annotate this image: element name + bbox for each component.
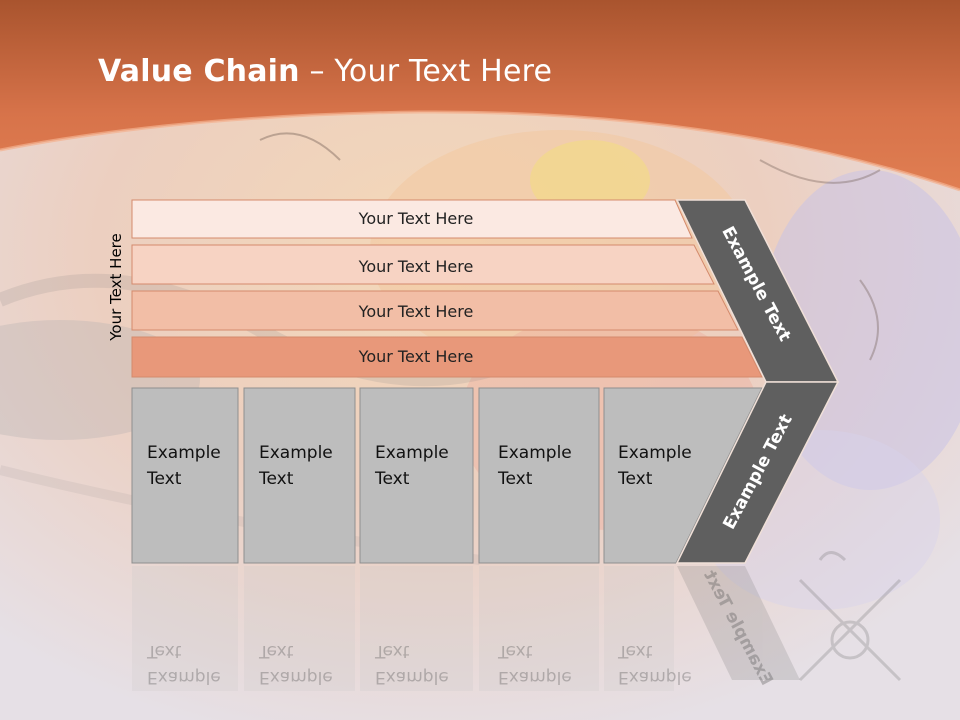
reflection xyxy=(132,566,800,691)
row-1-label: Your Text Here xyxy=(358,209,474,228)
box-3 xyxy=(359,387,474,564)
row-1-bar xyxy=(131,199,693,239)
box-4 xyxy=(478,387,600,564)
row-2-label: Your Text Here xyxy=(358,257,474,276)
row-4-label: Your Text Here xyxy=(358,347,474,366)
box-5 xyxy=(603,387,763,564)
row-3-bar xyxy=(131,290,739,331)
box-2 xyxy=(243,387,356,564)
row-2-bar xyxy=(131,244,715,285)
slide-title: Value Chain – Your Text Here xyxy=(98,54,552,89)
title-rest: – Your Text Here xyxy=(299,54,553,89)
box-1 xyxy=(131,387,239,564)
row-4-bar xyxy=(131,336,763,378)
title-bold: Value Chain xyxy=(98,54,300,89)
chevron-lower xyxy=(675,381,840,564)
row-3-label: Your Text Here xyxy=(358,302,474,321)
